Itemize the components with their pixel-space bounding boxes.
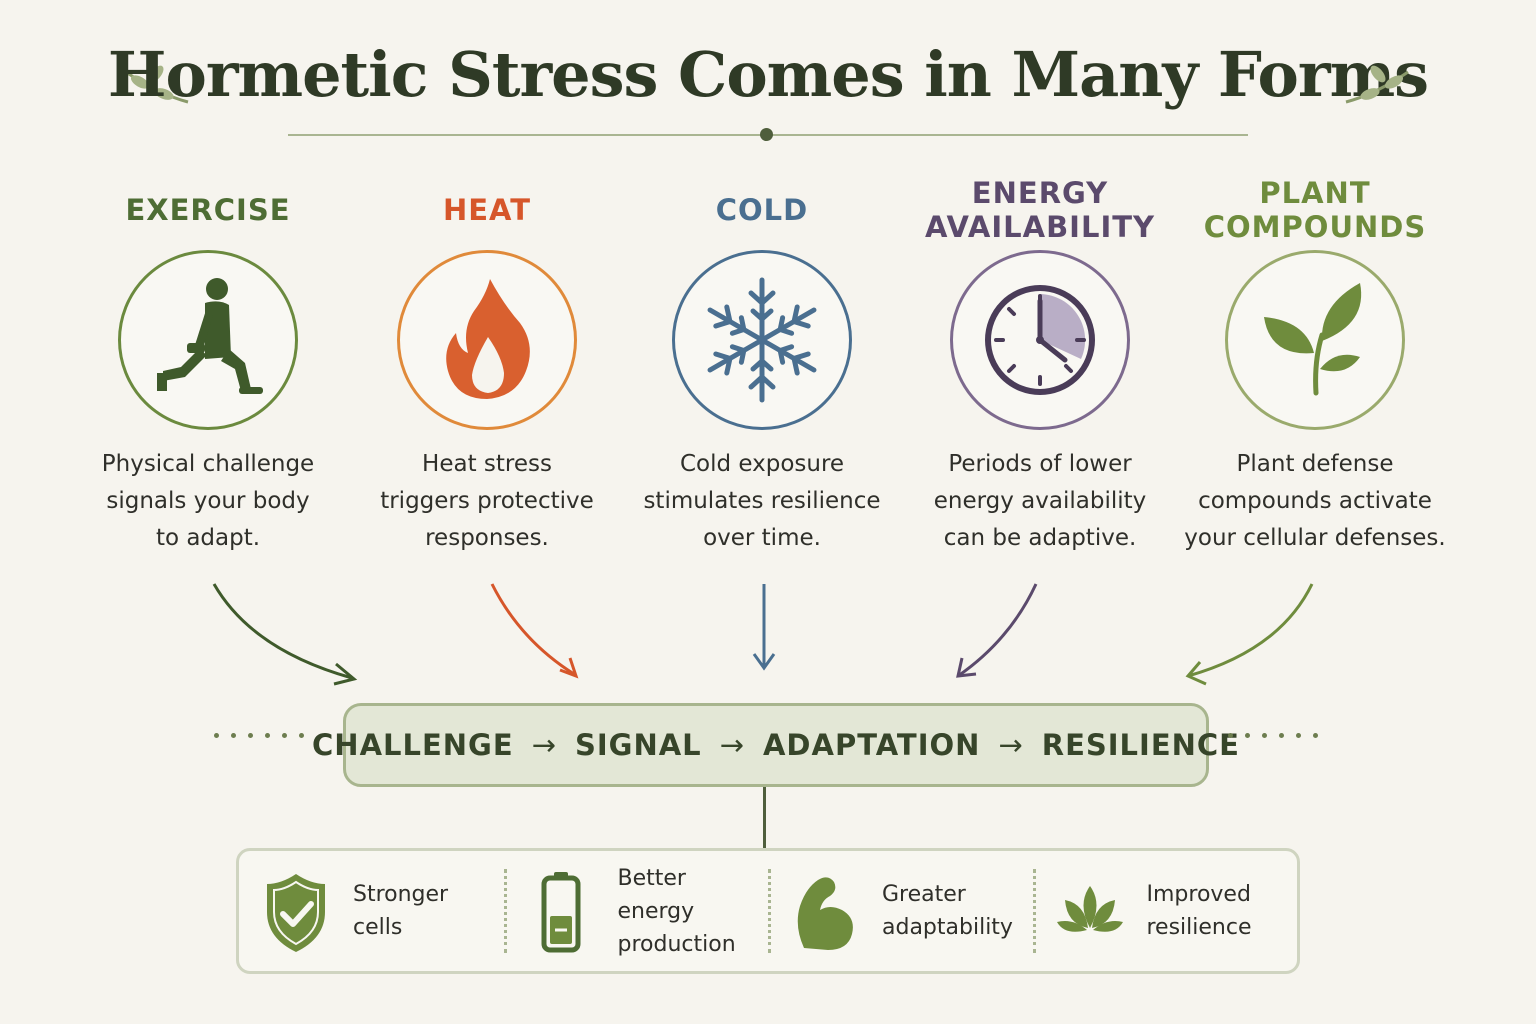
flow-connector-line xyxy=(763,787,766,849)
benefit-better-energy-production: Better energy production xyxy=(503,851,769,971)
flow-dots-right xyxy=(1228,733,1318,738)
stressor-exercise: EXERCISE Physical challenge signals your… xyxy=(58,170,358,557)
title-ornament-left xyxy=(118,60,192,112)
stressor-cold: COLD Cold exposure stimulates resilience… xyxy=(612,170,912,557)
lunge-with-dumbbell-icon xyxy=(157,278,263,394)
benefit-label: Greater adaptability xyxy=(882,882,1013,940)
stressor-title: COLD xyxy=(715,193,809,227)
stressor-title: EXERCISE xyxy=(125,193,291,227)
benefits-panel: Stronger cells Better energy production … xyxy=(236,848,1300,974)
flow-arrow-icon: → xyxy=(998,728,1024,762)
stressor-icon-circle xyxy=(672,250,852,430)
flow-arrow-icon: → xyxy=(531,728,557,762)
flexed-arm-icon xyxy=(797,877,853,950)
snowflake-icon xyxy=(687,277,837,415)
stressor-energy-availability: ENERGY AVAILABILITY Periods of lower ene… xyxy=(890,170,1190,557)
stressor-plant-compounds: PLANT COMPOUNDS Plant defense compounds … xyxy=(1165,170,1465,557)
flow-step-signal: SIGNAL xyxy=(574,728,702,762)
leaf-sprout-icon xyxy=(1264,283,1362,396)
clock-icon xyxy=(985,285,1095,395)
stressor-title: ENERGY AVAILABILITY xyxy=(924,176,1156,244)
benefit-label: Better energy production xyxy=(617,865,736,957)
stressor-description: Heat stress triggers protective response… xyxy=(380,451,594,551)
page-title: Hormetic Stress Comes in Many Forms xyxy=(107,38,1429,111)
title-ornament-right xyxy=(1342,60,1416,112)
shield-check-icon xyxy=(267,874,325,952)
lotus-icon xyxy=(1056,886,1123,932)
stressor-description: Plant defense compounds activate your ce… xyxy=(1184,451,1446,551)
benefit-improved-resilience: Improved resilience xyxy=(1032,851,1298,971)
battery-icon xyxy=(541,872,580,953)
arrow-energy xyxy=(957,583,1038,678)
stressor-heat: HEAT Heat stress triggers protective res… xyxy=(337,170,637,557)
benefit-label: Improved resilience xyxy=(1146,882,1252,940)
stressor-icon-circle xyxy=(118,250,298,430)
arrow-exercise xyxy=(212,583,353,680)
stressor-title: HEAT xyxy=(442,193,532,227)
stressor-description: Cold exposure stimulates resilience over… xyxy=(643,451,881,551)
stressor-description: Physical challenge signals your body to … xyxy=(101,451,315,551)
flow-dots-left xyxy=(214,733,304,738)
flow-arrows xyxy=(212,583,1314,686)
flow-process-box: CHALLENGE → SIGNAL → ADAPTATION → RESILI… xyxy=(312,703,1239,787)
benefit-label: Stronger cells xyxy=(353,882,449,940)
stressor-title: PLANT COMPOUNDS xyxy=(1203,176,1427,244)
stressor-description: Periods of lower energy availability can… xyxy=(933,451,1147,551)
stressor-icon-circle xyxy=(950,250,1130,430)
flow-step-resilience: RESILIENCE xyxy=(1041,728,1240,762)
flow-step-adaptation: ADAPTATION xyxy=(762,728,981,762)
stressor-icon-circle xyxy=(1225,250,1405,430)
title-divider-dot xyxy=(760,128,773,141)
flow-arrow-icon: → xyxy=(719,728,745,762)
arrow-heat xyxy=(490,583,575,676)
benefit-greater-adaptability: Greater adaptability xyxy=(768,851,1033,971)
flow-step-challenge: CHALLENGE xyxy=(312,728,514,762)
flame-icon xyxy=(446,279,530,399)
stressor-icon-circle xyxy=(397,250,577,430)
benefit-stronger-cells: Stronger cells xyxy=(239,851,504,971)
arrow-plant xyxy=(1187,583,1314,678)
